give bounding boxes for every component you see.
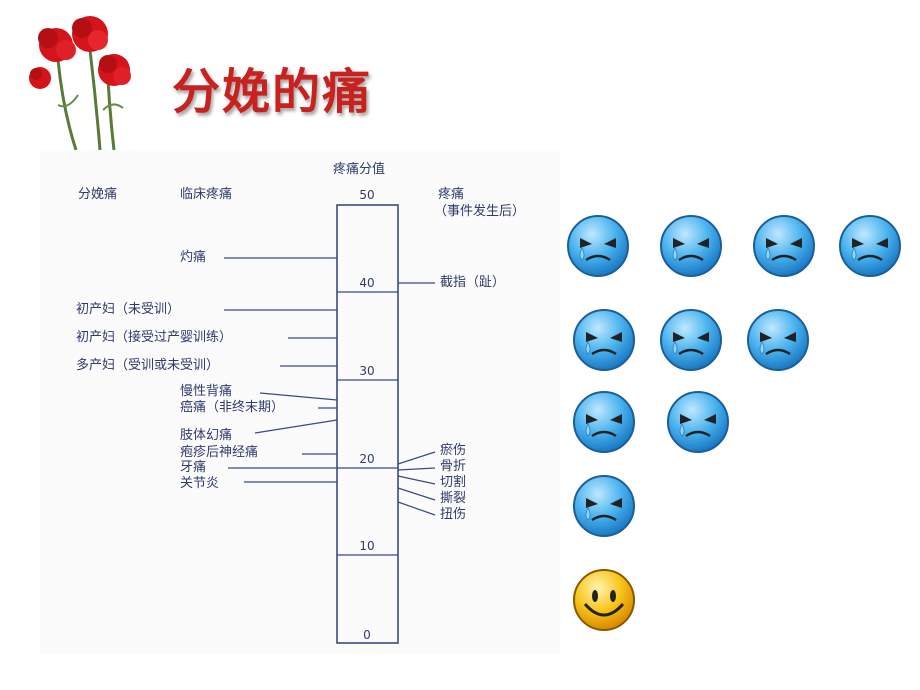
label-phantom-limb-pain: 肢体幻痛 <box>180 428 233 443</box>
label-primipara-trained: 初产妇（接受过产婴训练） <box>76 330 233 345</box>
pain-scale-lines <box>224 204 436 644</box>
sad-face-icon <box>666 390 730 454</box>
label-multipara: 多产妇（受训或未受训） <box>76 358 220 373</box>
label-amputation: 截指（趾） <box>440 275 506 290</box>
sad-face-icon <box>572 390 636 454</box>
sad-face-icon <box>659 308 723 372</box>
label-cut: 切割 <box>440 475 467 490</box>
column-label-labor-pain: 分娩痛 <box>78 187 118 202</box>
column-label-clinical-pain: 临床疼痛 <box>180 187 233 202</box>
sad-face-icon <box>572 308 636 372</box>
pain-scale-bar <box>336 204 399 644</box>
sad-face-icon <box>572 474 636 538</box>
leader-r3 <box>397 467 436 471</box>
sad-face-icon <box>746 308 810 372</box>
label-sprain: 扭伤 <box>440 507 467 522</box>
tick-label-50: 50 <box>359 188 375 202</box>
sad-face-icon <box>566 214 630 278</box>
tick-label-10: 10 <box>359 539 375 553</box>
label-postherpetic-neuralgia: 疱疹后神经痛 <box>180 445 259 460</box>
sad-face-icon <box>838 214 902 278</box>
label-toothache: 牙痛 <box>180 460 207 475</box>
tick-label-40: 40 <box>359 276 375 290</box>
column-label-pain: 疼痛 <box>438 187 465 202</box>
sad-face-icon <box>659 214 723 278</box>
label-laceration: 撕裂 <box>440 491 467 506</box>
sad-face-icon <box>752 214 816 278</box>
label-arthritis: 关节炎 <box>180 476 220 491</box>
leader-r2 <box>397 451 436 465</box>
label-cancer-pain: 癌痛（非终末期） <box>180 400 285 415</box>
leader-r6 <box>397 501 436 516</box>
leader-l5 <box>259 392 338 401</box>
leader-l7 <box>254 419 338 434</box>
label-primipara-untrained: 初产妇（未受训） <box>76 302 181 317</box>
tick-label-30: 30 <box>359 364 375 378</box>
tick-label-20: 20 <box>359 452 375 466</box>
label-bruise: 瘀伤 <box>440 443 467 458</box>
label-burning-pain: 灼痛 <box>180 250 207 265</box>
leader-r5 <box>397 487 436 501</box>
pain-scale-diagram: 疼痛分值 分娩痛 临床疼痛 疼痛 （事件发生后） 50 40 30 20 10 … <box>40 150 560 655</box>
label-fracture: 骨折 <box>440 459 467 474</box>
leader-r4 <box>397 475 436 485</box>
tick-label-0: 0 <box>363 628 371 642</box>
scale-header: 疼痛分值 <box>333 162 386 177</box>
page-title: 分娩的痛 <box>172 64 373 120</box>
carnation-flower-image <box>29 16 131 150</box>
label-chronic-back-pain: 慢性背痛 <box>180 384 233 399</box>
column-label-after-event: （事件发生后） <box>434 204 526 219</box>
pain-faces-group <box>560 200 920 650</box>
happy-face-icon <box>573 569 635 631</box>
